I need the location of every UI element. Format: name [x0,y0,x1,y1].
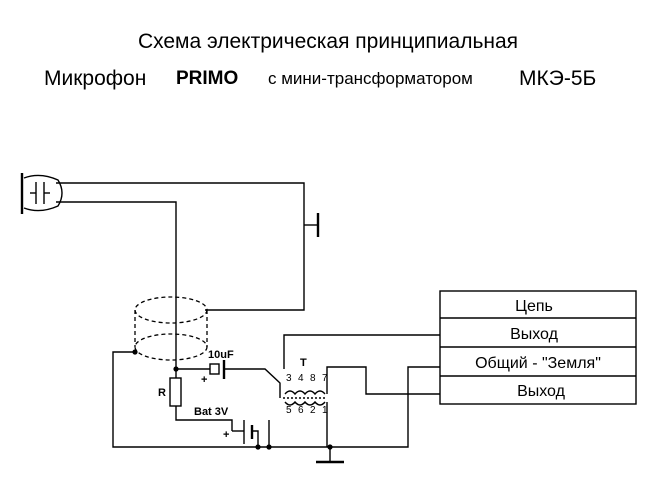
transformer-pin-8: 8 [310,373,316,384]
microphone-capsule-symbol [20,173,63,214]
transformer-pin-7: 7 [322,373,328,384]
wire-transformer-to-output-1 [283,334,440,369]
transformer-pin-1: 1 [322,405,328,416]
wire-ground-to-connector [330,366,440,448]
capacitor-label: 10uF [208,349,234,361]
title-line-1: Схема электрическая принципиальная [138,30,518,53]
capacitor-10uf-symbol [209,360,226,379]
transformer-label: T [300,357,307,369]
resistor-label: R [158,387,166,399]
transformer-pin-4: 4 [298,373,304,384]
title-transformer-note: с мини-трансформатором [268,69,473,88]
resistor-symbol [169,377,182,407]
wire-mic-top [56,182,305,225]
battery-label: Bat 3V [194,406,229,418]
connector-row-output-1: Выход [510,326,559,343]
connector-row-common-ground: Общий - "Земля" [475,355,601,372]
wire-capacitor-to-transformer [224,368,281,398]
wire-shield [205,225,305,311]
wire-ground-left [112,351,331,462]
wire-transformer-pin7-to-output-2 [326,366,440,395]
wire-mic-signal [56,201,177,378]
title-model: МКЭ-5Б [519,67,596,90]
connector-row-circuit: Цепь [515,298,553,315]
transformer-pin-6: 6 [298,405,304,416]
transformer-pin-3: 3 [286,373,292,384]
shielded-cable-symbol [134,296,208,361]
title-brand: PRIMO [176,68,238,89]
battery-plus-sign: + [223,429,229,441]
transformer-symbol [283,390,327,406]
connector-table [439,290,637,405]
transformer-pin-5: 5 [286,405,292,416]
capacitor-plus-sign: + [201,374,207,386]
battery-3v-symbol [232,420,259,447]
connector-row-output-2: Выход [517,383,566,400]
transformer-pin-2: 2 [310,405,316,416]
title-microphone: Микрофон [44,67,146,90]
